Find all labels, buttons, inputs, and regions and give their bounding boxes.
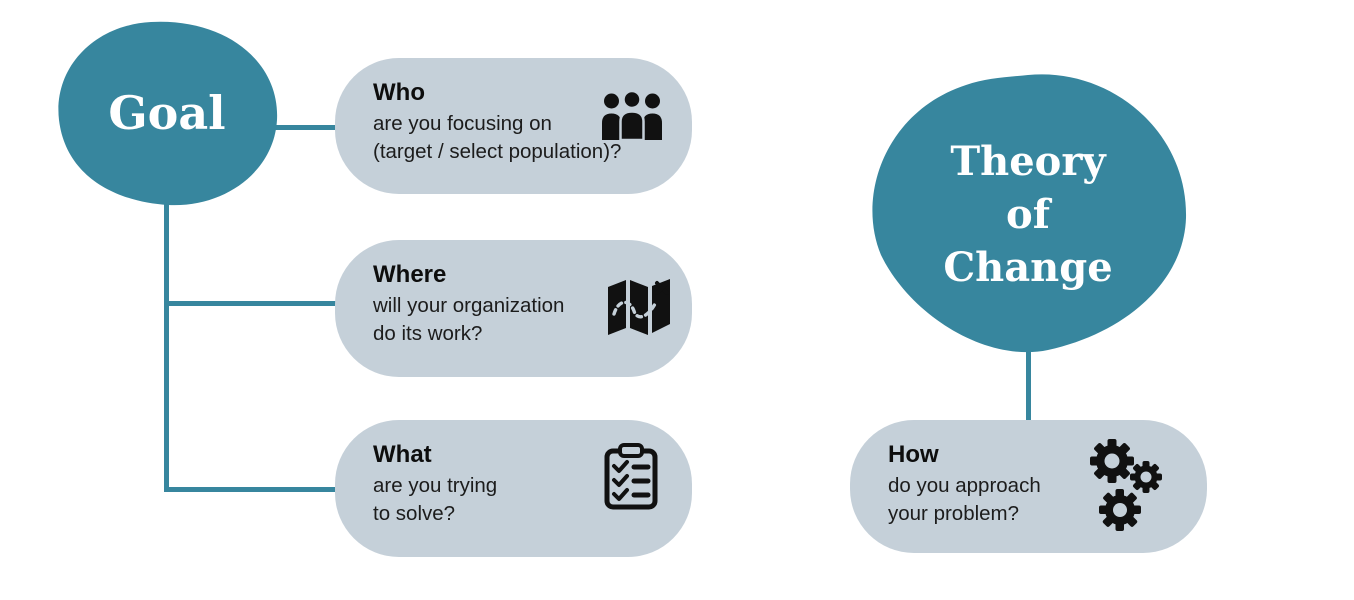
how-card-line: your problem? (888, 502, 1020, 525)
theory-label-line: Change (943, 243, 1113, 291)
what-card-text: What are you trying to solve? (335, 420, 692, 528)
how-card-line: do you approach (888, 474, 1041, 497)
gears-icon (1090, 439, 1162, 531)
checklist-clipboard-icon (604, 443, 658, 510)
what-card-title: What (373, 441, 432, 468)
where-card-title: Where (373, 261, 447, 288)
how-card: How do you approach your problem? (850, 420, 1207, 553)
gear-small (1130, 461, 1162, 493)
who-card-line: are you focusing on (373, 112, 552, 135)
people-group-icon (602, 90, 662, 142)
where-card: Where will your organization do its work… (335, 240, 692, 377)
connector-theory-to-how (1026, 335, 1031, 422)
how-card-title: How (888, 441, 939, 468)
where-card-line: will your organization (373, 294, 565, 317)
theory-label-line: of (1006, 190, 1050, 238)
connector-goal-to-what (164, 487, 336, 492)
who-card-text: Who are you focusing on (target / select… (335, 58, 692, 166)
how-card-text: How do you approach your problem? (850, 420, 1207, 528)
theory-of-change-label: Theory of Change (868, 73, 1188, 355)
theory-label-line: Theory (950, 137, 1106, 185)
connector-goal-to-who (270, 125, 336, 130)
what-card-line: to solve? (373, 502, 456, 525)
what-card-line: are you trying (373, 474, 498, 497)
connector-goal-trunk (164, 190, 169, 492)
who-card-line: (target / select population)? (373, 140, 622, 163)
who-card: Who are you focusing on (target / select… (335, 58, 692, 194)
where-card-line: do its work? (373, 322, 483, 345)
gear-large (1090, 439, 1134, 483)
folded-map-icon (608, 279, 670, 335)
goal-blob (58, 21, 278, 206)
gear-medium (1099, 489, 1141, 531)
goal-label: Goal (56, 20, 278, 206)
goal-label-text: Goal (108, 86, 226, 140)
connector-goal-to-where (164, 301, 336, 306)
theory-of-change-blob (872, 74, 1187, 353)
where-card-text: Where will your organization do its work… (335, 240, 692, 348)
what-card: What are you trying to solve? (335, 420, 692, 557)
who-card-title: Who (373, 79, 425, 106)
